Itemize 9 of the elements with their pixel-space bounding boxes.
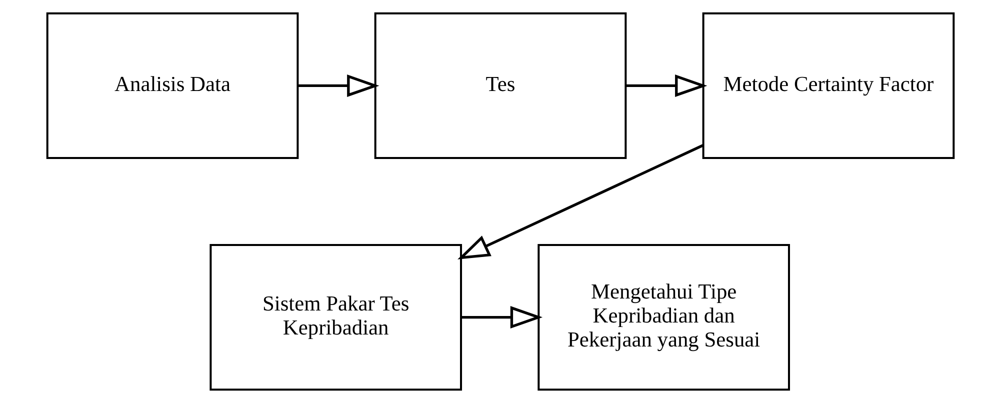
node-box: Tes (374, 12, 626, 159)
node-box: Analisis Data (46, 12, 298, 159)
arrow (298, 74, 379, 97)
arrow (457, 144, 703, 260)
node-box: Metode Certainty Factor (702, 12, 954, 159)
node-box: Sistem Pakar Tes Kepribadian (209, 244, 462, 391)
node-box: Mengetahui Tipe Kepribadian dan Pekerjaan yang Sesuai (537, 244, 790, 391)
arrow (460, 306, 542, 329)
arrow (626, 74, 707, 97)
